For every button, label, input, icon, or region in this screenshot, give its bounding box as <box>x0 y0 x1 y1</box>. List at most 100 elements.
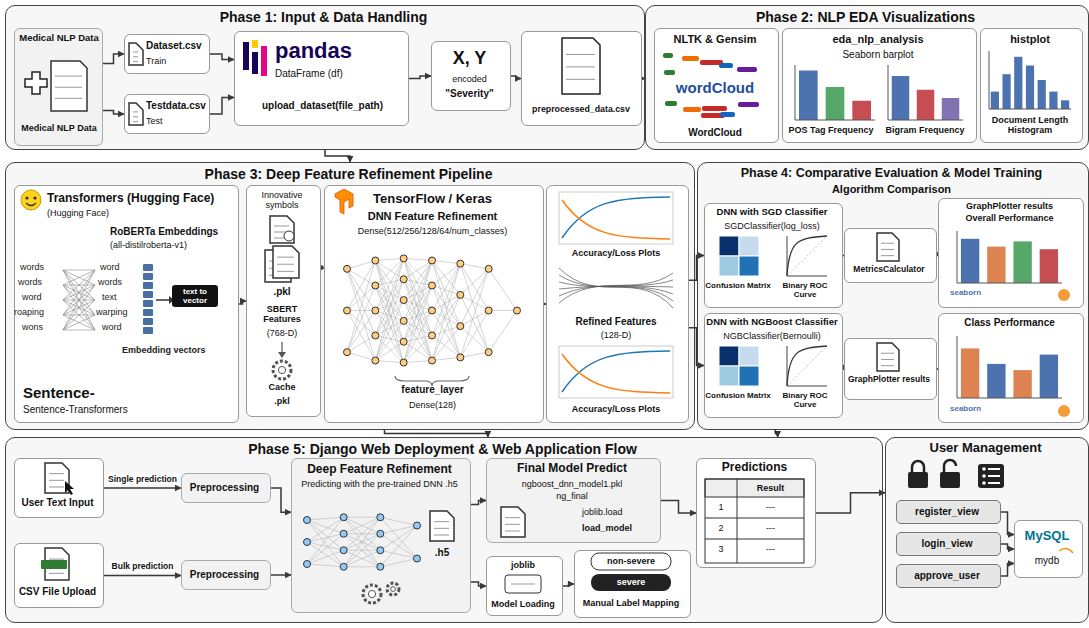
node-text: approve_user <box>897 570 997 582</box>
node-text: NLTK & Gensim <box>655 33 775 46</box>
icon-stroke <box>566 66 595 67</box>
node-text: User Text Input <box>15 497 100 509</box>
icon-dot <box>514 307 521 314</box>
icon-stroke <box>49 487 64 488</box>
node-text: Seaborn barplot <box>783 49 973 61</box>
icon-stroke <box>957 231 958 283</box>
icon-stroke <box>307 564 344 567</box>
icon-dot <box>414 555 421 562</box>
node-illustration <box>697 459 815 567</box>
icon-dot <box>485 265 492 272</box>
icon-dot <box>982 474 986 478</box>
icon-dot <box>273 361 291 379</box>
node-text: wordCloud <box>655 79 775 96</box>
icon-shape <box>1038 80 1046 109</box>
node-text: DataFrame (df) <box>275 68 343 80</box>
icon-stroke <box>55 87 82 88</box>
icon-shape <box>143 282 153 289</box>
node-text: Algorithm Comparison <box>698 183 1085 196</box>
node-illustration <box>705 314 842 417</box>
process-box: DNN with SGD ClassifierSGDClassifier(log… <box>704 203 843 308</box>
node-illustration <box>247 186 320 416</box>
icon-path <box>562 38 600 94</box>
icon-dot <box>429 257 436 264</box>
icon-dot <box>284 231 294 241</box>
icon-stroke <box>404 258 432 360</box>
icon-stroke <box>404 258 432 260</box>
node-illustration <box>705 204 842 307</box>
phase-title: Phase 4: Comparative Evaluation & Model … <box>698 166 1085 180</box>
icon-stroke <box>347 311 375 361</box>
icon-path <box>559 280 673 296</box>
process-box: eda_nlp_analysisSeaborn barplotPOS Tag F… <box>782 28 977 143</box>
node-text: Final Model Predict <box>487 462 657 476</box>
icon-shape <box>1040 355 1058 398</box>
icon-dot <box>377 530 384 537</box>
node-illustration <box>547 186 688 422</box>
icon-shape <box>961 348 979 398</box>
token-word: word <box>102 322 122 332</box>
node-text: GraphPlotter results <box>845 375 933 385</box>
icon-shape <box>705 479 804 563</box>
token-word: Embedding vectors <box>122 345 206 355</box>
node-text: TensorFlow / Keras <box>325 192 540 207</box>
icon-stroke <box>989 109 1071 110</box>
icon-path <box>562 351 670 392</box>
icon-stroke <box>566 79 595 80</box>
icon-stroke <box>344 534 381 567</box>
icon-stroke <box>347 286 375 353</box>
icon-stroke <box>404 261 432 342</box>
phase-panel: Phase 4: Comparative Evaluation & Model … <box>697 162 1089 430</box>
icon-dot <box>400 276 407 283</box>
icon-dot <box>982 467 986 471</box>
icon-stroke <box>505 517 520 518</box>
node-text: (all-distilroberta-v1) <box>110 240 187 250</box>
icon-shape <box>961 239 979 283</box>
node-text: Dense(128) <box>325 400 540 410</box>
icon-shape <box>719 256 739 276</box>
node-text: feature_layer <box>325 384 540 396</box>
icon-shape <box>942 98 960 120</box>
node-text: upload_dataset(file_path) <box>241 100 404 112</box>
icon-shape <box>1013 370 1031 398</box>
icon-dot <box>400 359 407 366</box>
process-box: Accuracy/Loss PlotsRefined Features(128-… <box>546 185 689 423</box>
icon-shape <box>243 42 249 70</box>
icon-stroke <box>277 264 294 265</box>
node-text: .h5 <box>422 547 462 559</box>
icon-shape <box>591 574 671 591</box>
icon-dot <box>33 196 36 199</box>
node-text: (Hugging Face) <box>47 208 109 218</box>
icon-stroke <box>434 535 449 536</box>
icon-path <box>787 236 827 276</box>
icon-shape <box>738 102 759 107</box>
node-text: Medical NLP Data <box>19 33 99 44</box>
process-box: Final Model Predict ngboost_dnn_model1.pk… <box>486 458 661 543</box>
process-box: User Text Input <box>14 458 104 518</box>
icon-dot <box>457 323 464 330</box>
icon-dot <box>340 563 347 570</box>
icon-stroke <box>375 258 403 285</box>
process-box: X, Yencoded"Severity" <box>431 41 511 111</box>
icon-stroke <box>380 526 417 551</box>
icon-stroke <box>380 559 417 567</box>
node-text: Manual Label Mapping <box>575 598 687 608</box>
connector <box>775 430 777 437</box>
node-text: severe <box>591 577 671 587</box>
icon-stroke <box>49 559 64 560</box>
icon-path <box>278 352 286 358</box>
phase-panel: User Managementregister_viewlogin_viewap… <box>885 437 1089 623</box>
node-illustration <box>845 229 936 282</box>
icon-stroke <box>347 261 375 353</box>
icon-stroke <box>505 531 520 532</box>
icon-stroke <box>988 482 1000 484</box>
node-text: Document Length Histogram <box>983 115 1077 136</box>
icon-stroke <box>375 261 403 363</box>
icon-stroke <box>375 361 403 363</box>
icon-stroke <box>737 479 738 563</box>
phase-title: Phase 2: NLP EDA Visualizations <box>646 9 1085 25</box>
node-text: ngboost_dnn_model1.pkl <box>487 479 657 489</box>
icon-stroke <box>63 285 95 330</box>
icon-stroke <box>988 468 1000 470</box>
icon-shape <box>991 92 999 109</box>
